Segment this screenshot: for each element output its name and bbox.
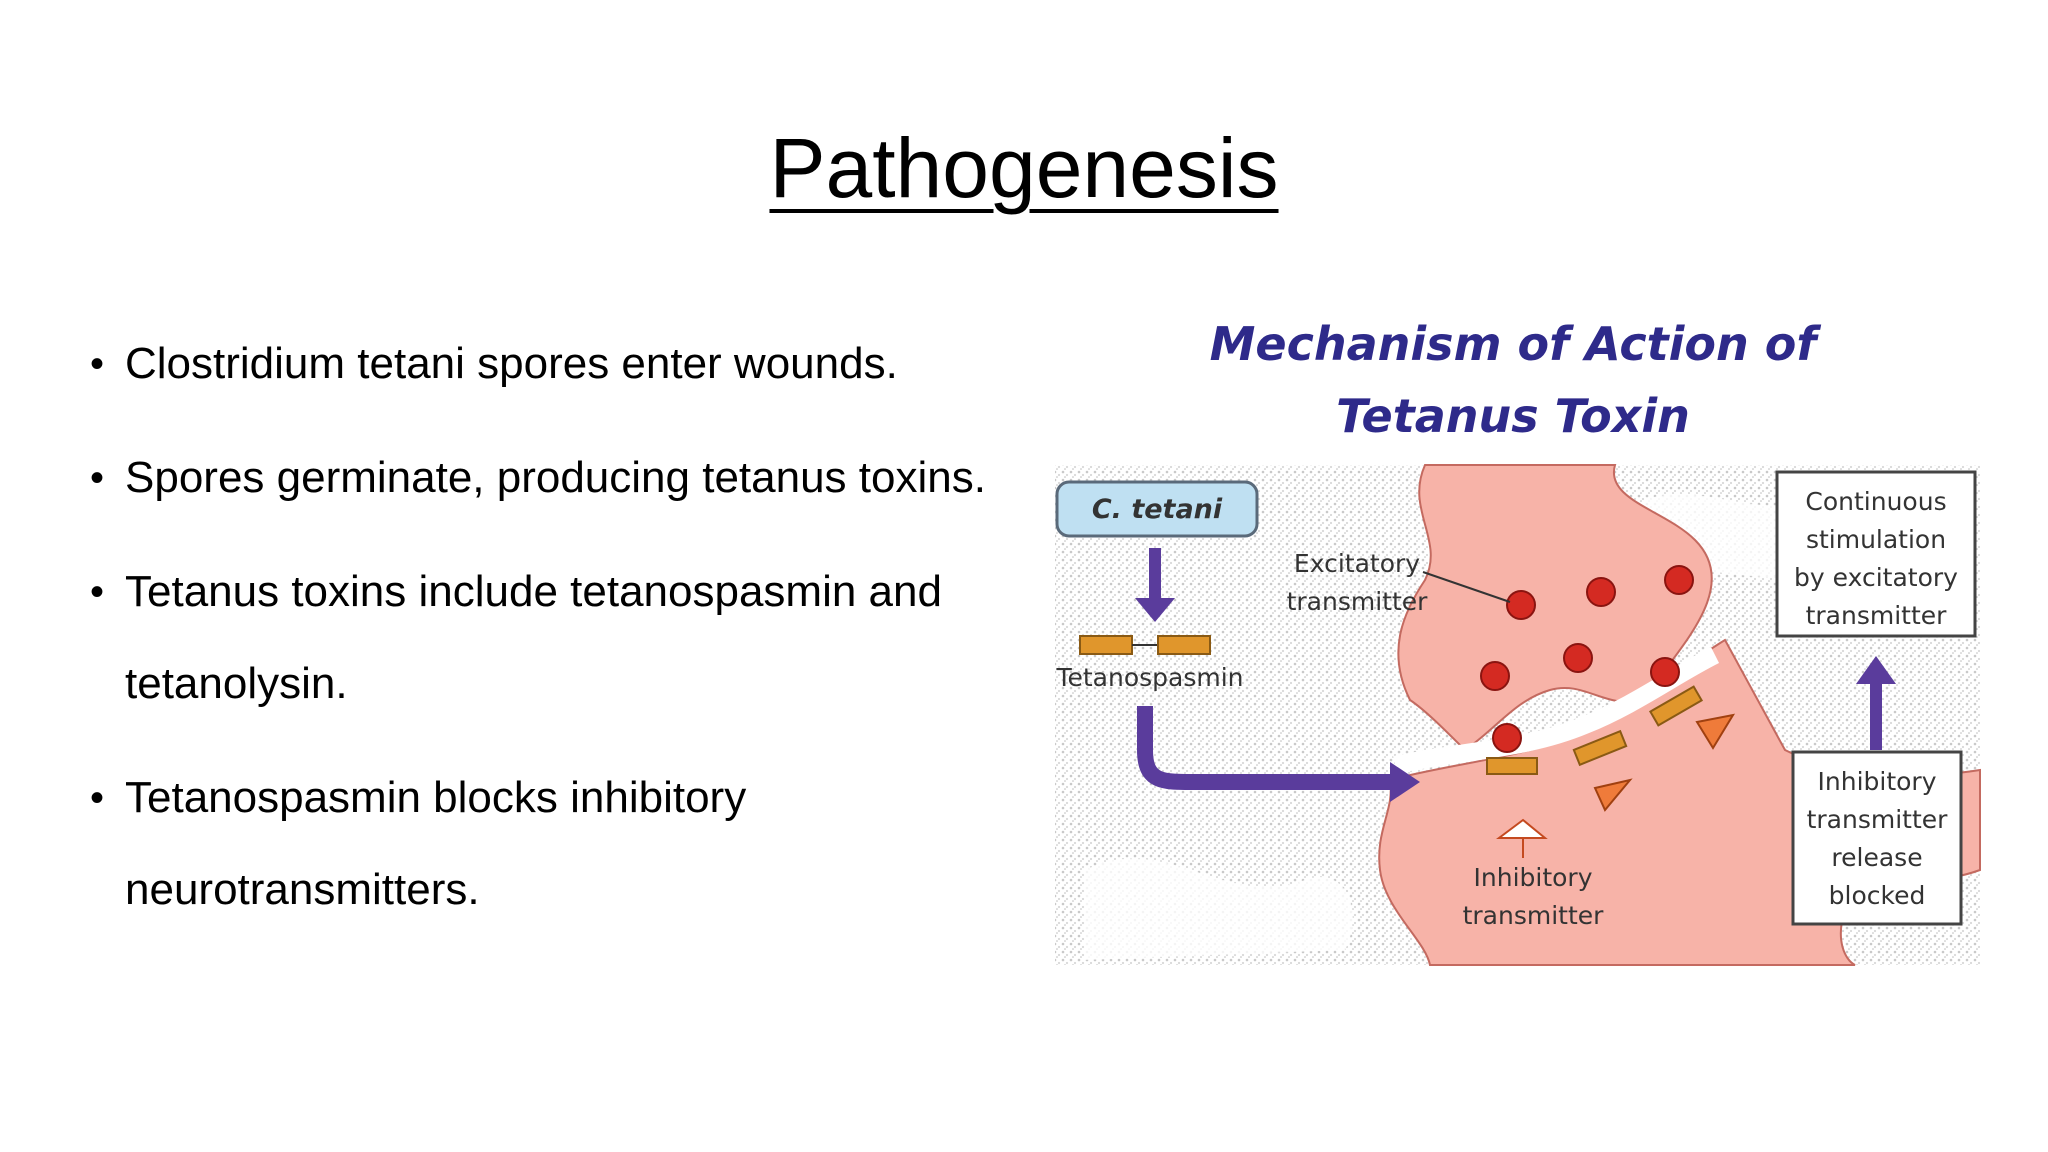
excitatory-label-line-1: Excitatory (1294, 549, 1420, 578)
toxin-transport-arrow (1137, 706, 1395, 791)
bullet-text: Clostridium tetani spores enter wounds. (125, 339, 898, 388)
continuous-line-3: by excitatory (1794, 563, 1958, 592)
tetanospasmin-fragment-icon (1079, 635, 1133, 655)
slide-title: Pathogenesis (769, 121, 1279, 215)
figure-title-line-2: Tetanus Toxin (1336, 389, 1690, 443)
inhibitory-blocked-box (1791, 750, 1963, 926)
excitatory-label-line-2: transmitter (1287, 587, 1429, 616)
figure-title-line-1: Mechanism of Action of (1210, 317, 1822, 371)
blocked-line-1: Inhibitory (1818, 767, 1937, 796)
background-gap (1085, 858, 1353, 960)
release-arrow-head (1135, 598, 1175, 622)
excitatory-vesicle (1664, 565, 1694, 595)
stimulation-arrow-head (1856, 656, 1896, 684)
excitatory-transmitter-triangle (1695, 713, 1736, 750)
bullet-item: • Tetanospasmin blocks inhibitory neurotr… (90, 752, 990, 936)
tetanospasmin-bound (1572, 729, 1628, 767)
continuous-stimulation-box (1775, 470, 1977, 638)
continuous-line-2: stimulation (1806, 525, 1946, 554)
bullet-text: Tetanus toxins include tetanospasmin and… (125, 567, 942, 708)
tetanospasmin-bound (1486, 757, 1538, 775)
toxin-transport-arrow-head (1390, 762, 1420, 802)
inhibitory-vesicle (1492, 723, 1522, 753)
excitatory-transmitter-triangle (1593, 778, 1633, 812)
continuous-line-4: transmitter (1806, 601, 1948, 630)
blocked-line-4: blocked (1829, 881, 1926, 910)
diagram-svg: Mechanism of Action of Tetanus Toxin (1055, 317, 1981, 966)
bullet-list: • Clostridium tetani spores enter wounds.… (90, 318, 990, 958)
blocked-line-3: release (1831, 843, 1922, 872)
continuous-line-1: Continuous (1805, 487, 1946, 516)
c-tetani-label: C. tetani (1092, 494, 1223, 525)
bullet-text: Spores germinate, producing tetanus toxi… (125, 453, 986, 502)
tetanospasmin-label: Tetanospasmin (1055, 663, 1243, 692)
blocked-line-2: transmitter (1807, 805, 1949, 834)
bullet-item: • Clostridium tetani spores enter wounds. (90, 318, 990, 410)
presynaptic-terminal (1397, 464, 1713, 752)
inhibitory-label-line-1: Inhibitory (1474, 863, 1593, 892)
inhibitory-label-line-2: transmitter (1463, 901, 1605, 930)
bullet-dot: • (90, 342, 105, 386)
excitatory-pointer (1422, 571, 1511, 603)
bullet-dot: • (90, 456, 105, 500)
excitatory-vesicle (1480, 661, 1510, 691)
excitatory-vesicle (1506, 590, 1536, 620)
bullet-item: • Spores germinate, producing tetanus tox… (90, 432, 990, 524)
excitatory-vesicle (1563, 643, 1593, 673)
c-tetani-box (1055, 480, 1259, 538)
tetanus-toxin-diagram: Mechanism of Action of Tetanus Toxin (1045, 310, 1990, 980)
inhibitory-vesicle (1650, 657, 1680, 687)
bullet-dot: • (90, 570, 105, 614)
tetanospasmin-fragment-icon (1157, 635, 1211, 655)
excitatory-vesicle (1586, 577, 1616, 607)
tetanospasmin-bound (1648, 685, 1704, 727)
bullet-text: Tetanospasmin blocks inhibitory neurotra… (125, 773, 747, 914)
bullet-dot: • (90, 776, 105, 820)
bullet-item: • Tetanus toxins include tetanospasmin an… (90, 546, 990, 730)
